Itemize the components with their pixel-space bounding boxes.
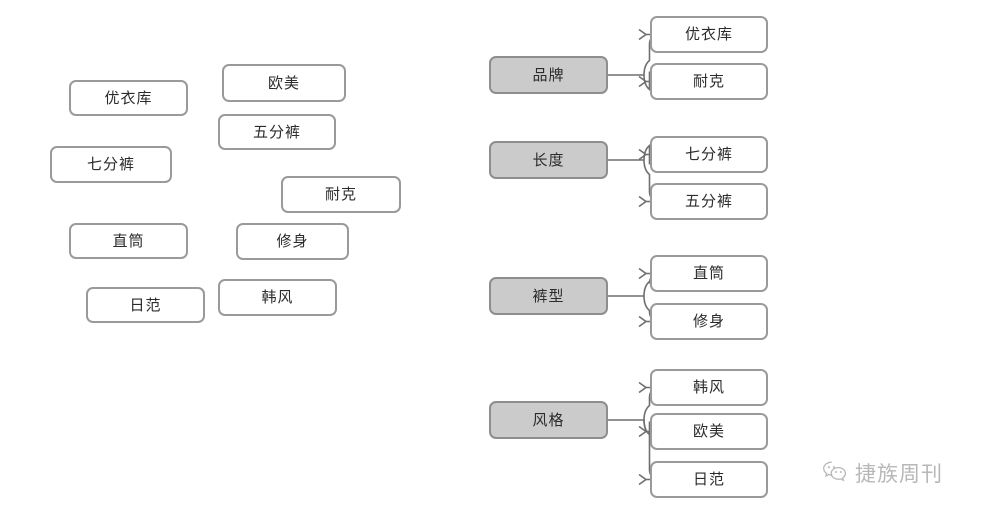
box-label: 优衣库 [104, 88, 153, 107]
box-label: 日范 [692, 470, 725, 488]
connector-line [638, 148, 648, 161]
box-label: 五分裤 [684, 192, 733, 210]
tag-box-七分裤[interactable]: 七分裤 [50, 146, 172, 183]
connector-line [638, 315, 648, 328]
tag-box-优衣库[interactable]: 优衣库 [69, 80, 188, 116]
box-label: 欧美 [267, 73, 300, 92]
box-label: 耐克 [692, 72, 725, 90]
tag-box-韩风[interactable]: 韩风 [218, 279, 337, 316]
box-label: 品牌 [532, 65, 565, 84]
connector-line [638, 267, 648, 280]
box-label: 欧美 [692, 422, 725, 440]
value-box-耐克[interactable]: 耐克 [650, 63, 768, 100]
value-box-韩风[interactable]: 韩风 [650, 369, 768, 406]
box-label: 修身 [692, 312, 725, 330]
watermark-text: 捷族周刊 [855, 462, 943, 486]
tag-box-修身[interactable]: 修身 [236, 223, 349, 260]
tag-box-日范[interactable]: 日范 [86, 287, 205, 323]
value-box-直筒[interactable]: 直筒 [650, 255, 768, 292]
attribute-node-裤型[interactable]: 裤型 [489, 277, 608, 315]
box-label: 风格 [532, 410, 565, 429]
value-box-七分裤[interactable]: 七分裤 [650, 136, 768, 173]
connector-line [638, 28, 648, 41]
tag-box-欧美[interactable]: 欧美 [222, 64, 346, 102]
tag-box-五分裤[interactable]: 五分裤 [218, 114, 336, 150]
value-box-修身[interactable]: 修身 [650, 303, 768, 340]
box-label: 韩风 [261, 288, 294, 306]
value-box-欧美[interactable]: 欧美 [650, 413, 768, 450]
connector-line [638, 425, 648, 438]
box-label: 耐克 [324, 185, 357, 203]
connector-line [638, 195, 648, 208]
box-label: 日范 [129, 295, 162, 314]
box-label: 韩风 [692, 378, 725, 396]
tag-box-耐克[interactable]: 耐克 [281, 176, 401, 213]
box-label: 优衣库 [684, 25, 733, 43]
watermark: 捷族周刊 [822, 458, 943, 488]
box-label: 直筒 [112, 231, 145, 250]
connector-line [638, 381, 648, 394]
tag-box-直筒[interactable]: 直筒 [69, 223, 188, 259]
value-box-日范[interactable]: 日范 [650, 461, 768, 498]
box-label: 长度 [532, 150, 565, 169]
box-label: 直筒 [692, 264, 725, 282]
box-label: 五分裤 [252, 122, 301, 141]
wechat-icon [822, 460, 848, 486]
box-label: 七分裤 [86, 155, 135, 173]
connector-line [638, 473, 648, 486]
attribute-node-长度[interactable]: 长度 [489, 141, 608, 179]
box-label: 七分裤 [684, 145, 733, 163]
value-box-优衣库[interactable]: 优衣库 [650, 16, 768, 53]
connector-line [638, 75, 648, 88]
box-label: 裤型 [532, 286, 565, 305]
attribute-node-品牌[interactable]: 品牌 [489, 56, 608, 94]
attribute-node-风格[interactable]: 风格 [489, 401, 608, 439]
value-box-五分裤[interactable]: 五分裤 [650, 183, 768, 220]
box-label: 修身 [276, 232, 309, 250]
